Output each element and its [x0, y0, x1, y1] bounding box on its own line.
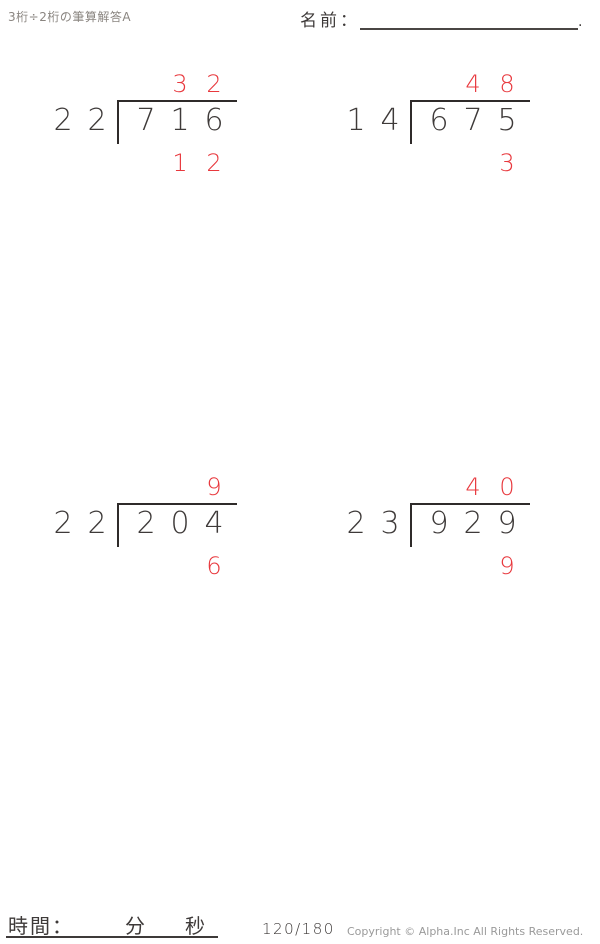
division-bracket: 6 7 5: [410, 100, 530, 144]
divisor: 2 3: [339, 503, 407, 547]
remainder-digit: 3: [499, 149, 515, 177]
division-bracket: 2 0 4: [117, 503, 237, 547]
remainder-digit: [422, 554, 456, 578]
divisor: 2 2: [46, 503, 114, 547]
remainder-row: 3: [422, 151, 530, 175]
divisor: 2 2: [46, 100, 114, 144]
dividend-digit: 7: [136, 103, 156, 138]
remainder-digit: 9: [499, 552, 515, 580]
division-problem-1: 3 2 2 2 7 1 6 1 2: [46, 70, 237, 175]
division-bracket: 9 2 9: [410, 503, 530, 547]
quotient-digit: 4: [465, 70, 481, 98]
divisor-digit: 1: [346, 103, 366, 138]
name-field: 名前：.: [300, 6, 582, 31]
copyright-text: Copyright © Alpha.Inc All Rights Reserve…: [347, 925, 584, 938]
quotient-row: 4 0: [422, 473, 530, 503]
quotient-digit: 3: [172, 70, 188, 98]
remainder-digit: [163, 554, 197, 578]
time-label: 時間：: [8, 914, 74, 938]
remainder-digit: [456, 151, 490, 175]
division-problem-4: 4 0 2 3 9 2 9 9: [339, 473, 530, 578]
dividend-digit: 6: [429, 103, 449, 138]
dividend-digit: 5: [497, 103, 517, 138]
remainder-digit: [129, 151, 163, 175]
division-main-row: 2 2 2 0 4: [46, 503, 237, 547]
quotient-digit: 8: [499, 70, 515, 98]
division-bracket: 7 1 6: [117, 100, 237, 144]
remainder-digit: 6: [206, 552, 222, 580]
quotient-row: 4 8: [422, 70, 530, 100]
quotient-digit: 9: [206, 473, 222, 501]
quotient-digit: 2: [206, 70, 222, 98]
seconds-label: 秒: [185, 914, 205, 938]
divisor-digit: 4: [380, 103, 400, 138]
worksheet-title: 3桁÷2桁の筆算解答A: [8, 10, 132, 24]
division-main-row: 2 2 7 1 6: [46, 100, 237, 144]
dividend-digit: 4: [204, 506, 224, 541]
quotient-digit: 4: [465, 473, 481, 501]
dividend-digit: 7: [463, 103, 483, 138]
quotient-row: 9: [129, 473, 237, 503]
division-main-row: 2 3 9 2 9: [339, 503, 530, 547]
name-underline: [360, 12, 578, 30]
remainder-row: 1 2: [129, 151, 237, 175]
page-number: 120/180: [262, 920, 335, 938]
remainder-digit: [456, 554, 490, 578]
division-main-row: 1 4 6 7 5: [339, 100, 530, 144]
divisor: 1 4: [339, 100, 407, 144]
divisor-digit: 2: [87, 506, 107, 541]
remainder-digit: [422, 151, 456, 175]
time-field: 時間： 分 秒: [6, 905, 218, 938]
dividend-digit: 0: [170, 506, 190, 541]
quotient-row: 3 2: [129, 70, 237, 100]
divisor-digit: 2: [53, 103, 73, 138]
remainder-digit: [129, 554, 163, 578]
remainder-digit: 2: [206, 149, 222, 177]
name-line-suffix: .: [578, 14, 583, 30]
divisor-digit: 2: [346, 506, 366, 541]
remainder-digit: 1: [172, 149, 188, 177]
remainder-row: 9: [422, 554, 530, 578]
dividend-digit: 6: [204, 103, 224, 138]
remainder-row: 6: [129, 554, 237, 578]
dividend-digit: 9: [497, 506, 517, 541]
division-problem-3: 9 2 2 2 0 4 6: [46, 473, 237, 578]
dividend-digit: 2: [463, 506, 483, 541]
dividend-digit: 1: [170, 103, 190, 138]
minutes-label: 分: [125, 914, 145, 938]
quotient-digit: 0: [499, 473, 515, 501]
divisor-digit: 2: [53, 506, 73, 541]
divisor-digit: 3: [380, 506, 400, 541]
name-label: 名前：: [300, 11, 360, 31]
dividend-digit: 2: [136, 506, 156, 541]
division-problem-2: 4 8 1 4 6 7 5 3: [339, 70, 530, 175]
divisor-digit: 2: [87, 103, 107, 138]
dividend-digit: 9: [429, 506, 449, 541]
